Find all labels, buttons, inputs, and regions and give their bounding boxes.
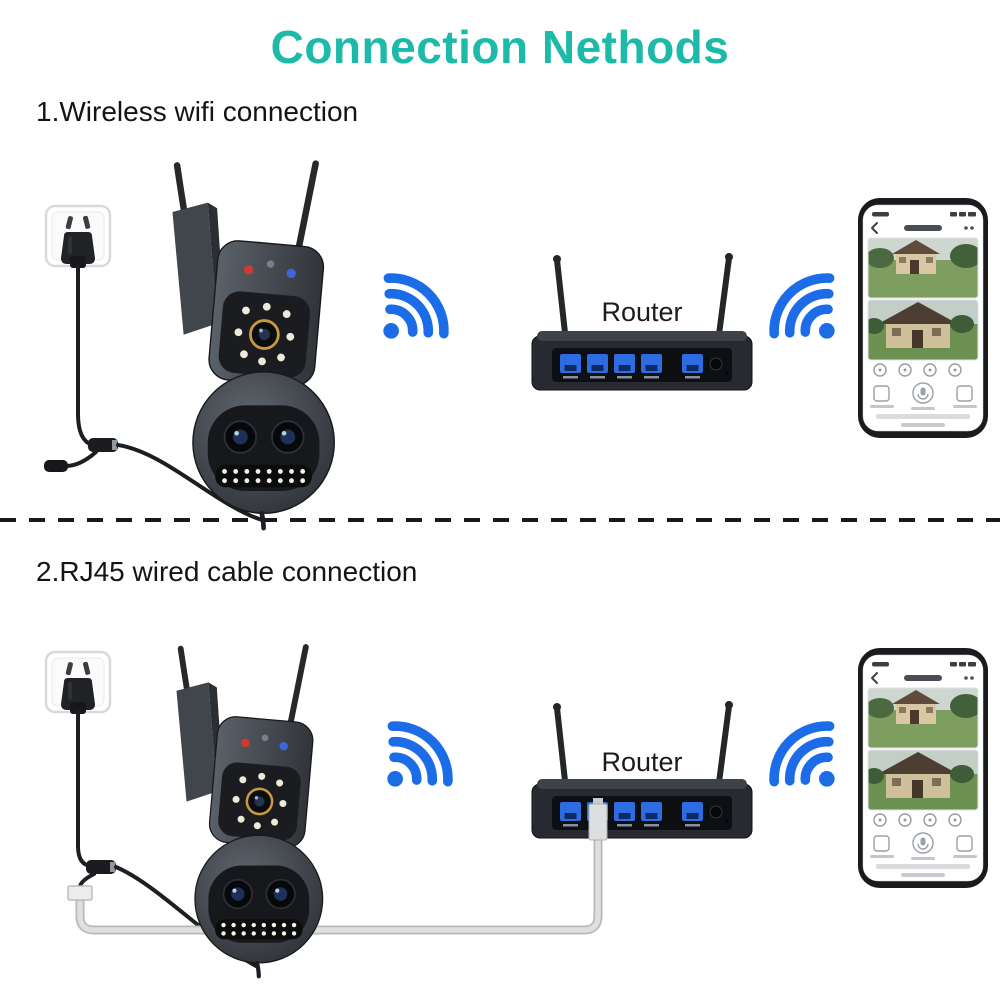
power-cable-1: [44, 264, 264, 522]
section-divider: [0, 518, 1000, 522]
wifi-signal-icon-2b: [762, 714, 860, 812]
ethernet-cable: [67, 837, 603, 935]
wall-outlet-2: [44, 650, 112, 716]
page-title: Connection Nethods: [270, 21, 730, 73]
router-label-2: Router: [582, 746, 702, 779]
smartphone-2: [858, 648, 988, 888]
wifi-signal-icon-2a: [362, 714, 460, 812]
section2-heading: 2.RJ45 wired cable connection: [36, 556, 418, 587]
wall-outlet-1: [44, 204, 112, 270]
wifi-signal-icon-1b: [762, 266, 860, 364]
smartphone-1: [858, 198, 988, 438]
wifi-signal-icon-1a: [358, 266, 456, 364]
section1-heading: 1.Wireless wifi connection: [36, 96, 359, 127]
router-label-1: Router: [582, 296, 702, 329]
rj45-connector-camera-end: [67, 885, 93, 901]
rj45-connector-router-end: [588, 798, 608, 841]
ptz-camera-1: [172, 164, 334, 529]
